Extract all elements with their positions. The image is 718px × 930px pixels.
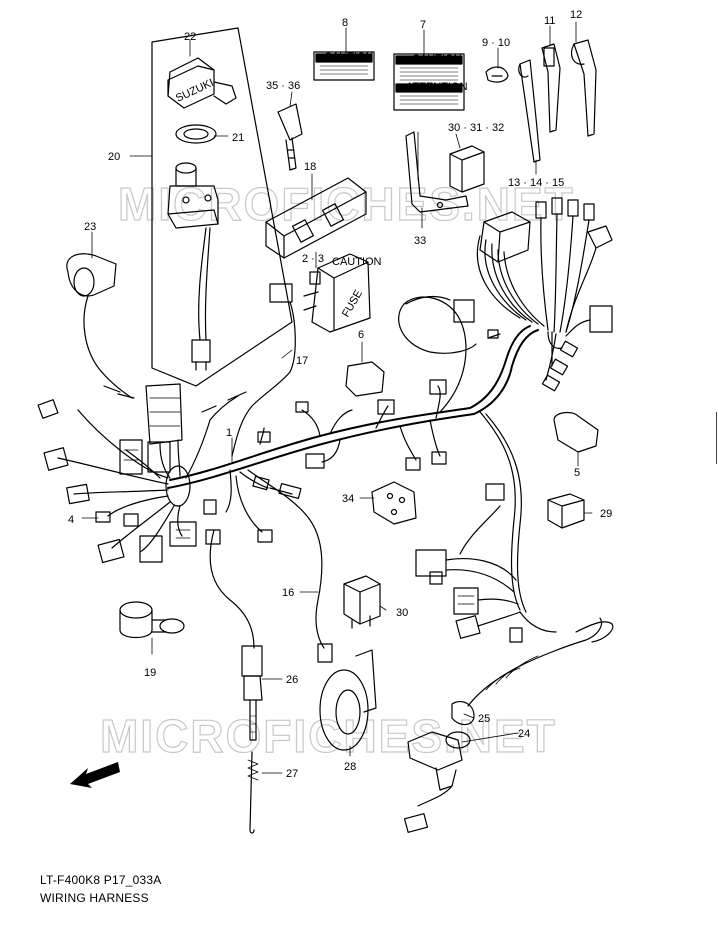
fwd-text: FWD (88, 764, 116, 784)
callout-27: 27 (286, 768, 298, 780)
callout-2-3: 2 · 3 (302, 253, 324, 265)
callout-17: 17 (296, 355, 308, 367)
switch-19 (119, 601, 185, 639)
callout-19: 19 (144, 667, 156, 679)
forward-arrow-icon: FWD (70, 762, 120, 788)
relay-30 (343, 575, 381, 629)
ignition-switch-group (151, 27, 293, 387)
callout-29: 29 (600, 508, 612, 520)
main-harness (57, 325, 539, 613)
leader-lines (81, 21, 593, 774)
callout-24: 24 (518, 728, 530, 740)
callout-21: 21 (232, 132, 244, 144)
right-lower-harness (415, 483, 557, 643)
callout-16: 16 (282, 587, 294, 599)
handlebar-switch (66, 253, 135, 399)
bracket-34 (371, 481, 417, 525)
rubber-cap (345, 361, 385, 397)
left-connectors (37, 399, 197, 564)
spare-key (277, 103, 303, 171)
upper-branches (185, 283, 501, 479)
callout-18: 18 (304, 161, 316, 173)
connector-cluster-top-right (476, 197, 613, 392)
fuse-text: FUSE (340, 288, 365, 319)
callout-11: 11 (544, 15, 555, 27)
watermark-bottom: MICROFICHES.NET (100, 710, 557, 762)
callout-6: 6 (358, 329, 364, 341)
callout-26: 26 (286, 674, 298, 686)
horn (319, 649, 377, 751)
callout-28: 28 (344, 761, 356, 773)
lower-branches (203, 469, 333, 834)
caution-sticker-small-text: CAUTION (332, 256, 382, 268)
callout-12: 12 (570, 9, 582, 21)
caution-labels (313, 51, 465, 111)
callout-30: 30 (396, 607, 408, 619)
callout-20: 20 (108, 151, 120, 163)
brand-text: SUZUKI (174, 77, 216, 105)
callout-9-10: 9 · 10 (482, 37, 510, 49)
callout-33: 33 (414, 235, 426, 247)
callout-35-36: 35 · 36 (266, 80, 300, 92)
callout-23: 23 (84, 221, 96, 233)
callout-4: 4 (68, 514, 74, 526)
callout-8: 8 (342, 17, 348, 29)
callout-7: 7 (420, 19, 426, 31)
diagram-code: LT-F400K8 P17_033A (40, 873, 162, 887)
page-edge-mark (716, 412, 717, 464)
relay-and-bracket (405, 131, 485, 213)
callout-13-14-15: 13 · 14 · 15 (508, 177, 564, 189)
callout-34: 34 (342, 493, 354, 505)
diagram-title: WIRING HARNESS (40, 891, 149, 905)
callout-5: 5 (574, 467, 580, 479)
caution-sticker-large-text: CAUTION (412, 53, 462, 65)
callout-1: 1 (226, 427, 232, 439)
callout-30-31-32: 30 · 31 · 32 (448, 122, 504, 134)
connector-boot (553, 411, 599, 453)
callouts: 22 21 20 23 35 · 36 8 7 9 · 10 11 12 13 … (68, 9, 612, 780)
cover-29 (547, 493, 585, 529)
tether-switch (403, 617, 614, 833)
attention-sticker-text: ATTENTION (406, 81, 468, 93)
caution-sticker-8-text: CAUTION (324, 51, 374, 63)
callout-22: 22 (184, 31, 196, 43)
clamps-and-ties (485, 39, 597, 163)
fuse-box (303, 253, 371, 333)
callout-25: 25 (478, 713, 490, 725)
mounting-bracket (265, 177, 367, 259)
